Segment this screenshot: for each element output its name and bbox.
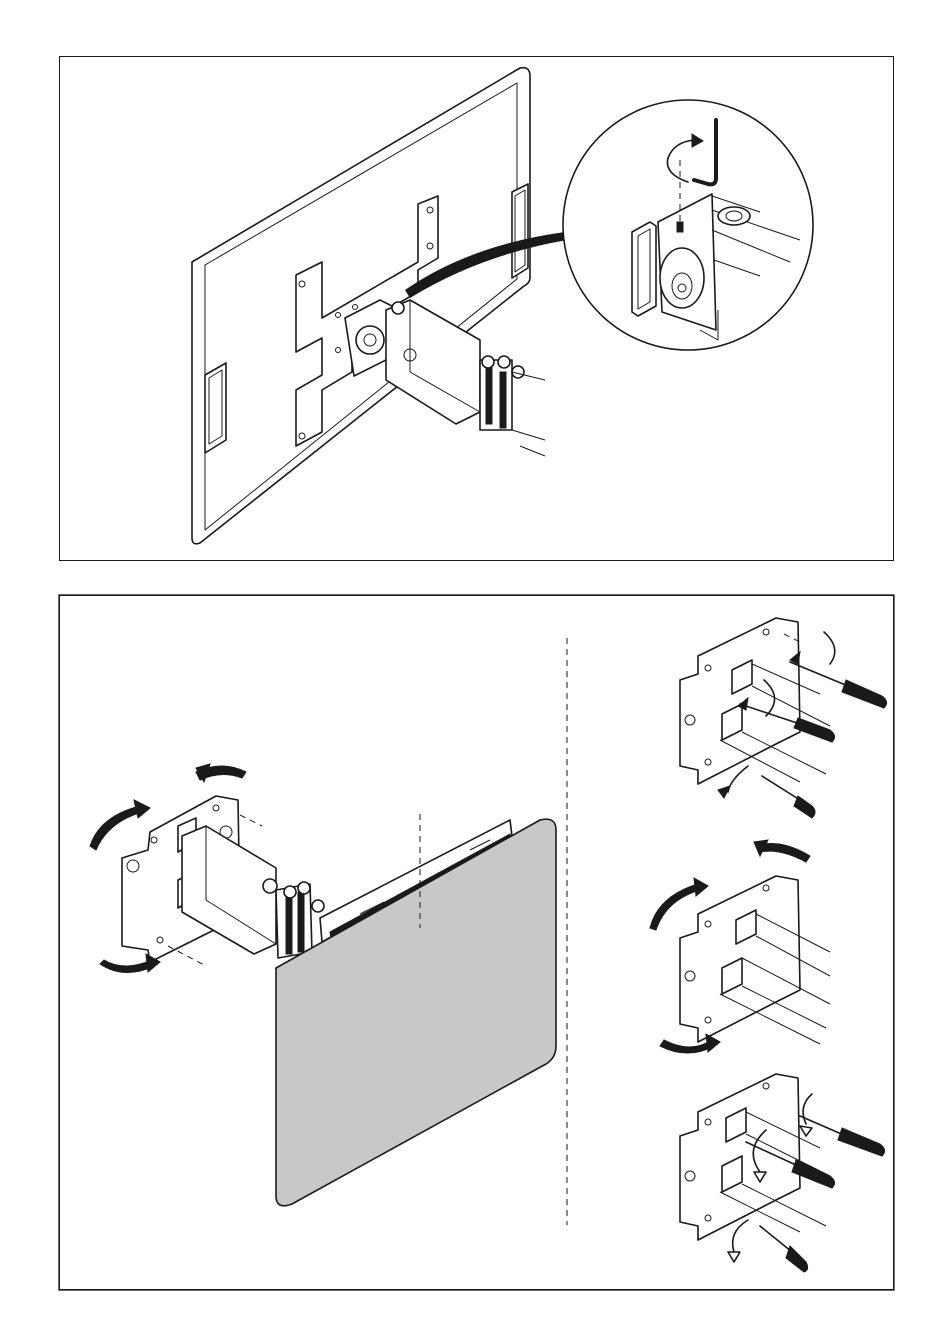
tv-mounted [276, 814, 556, 1206]
detail-loosen-screws [680, 618, 830, 784]
detail-adjust-level [650, 840, 830, 1053]
detail-magnifier-icon [563, 100, 813, 350]
swing-arm-bottom [182, 826, 324, 958]
